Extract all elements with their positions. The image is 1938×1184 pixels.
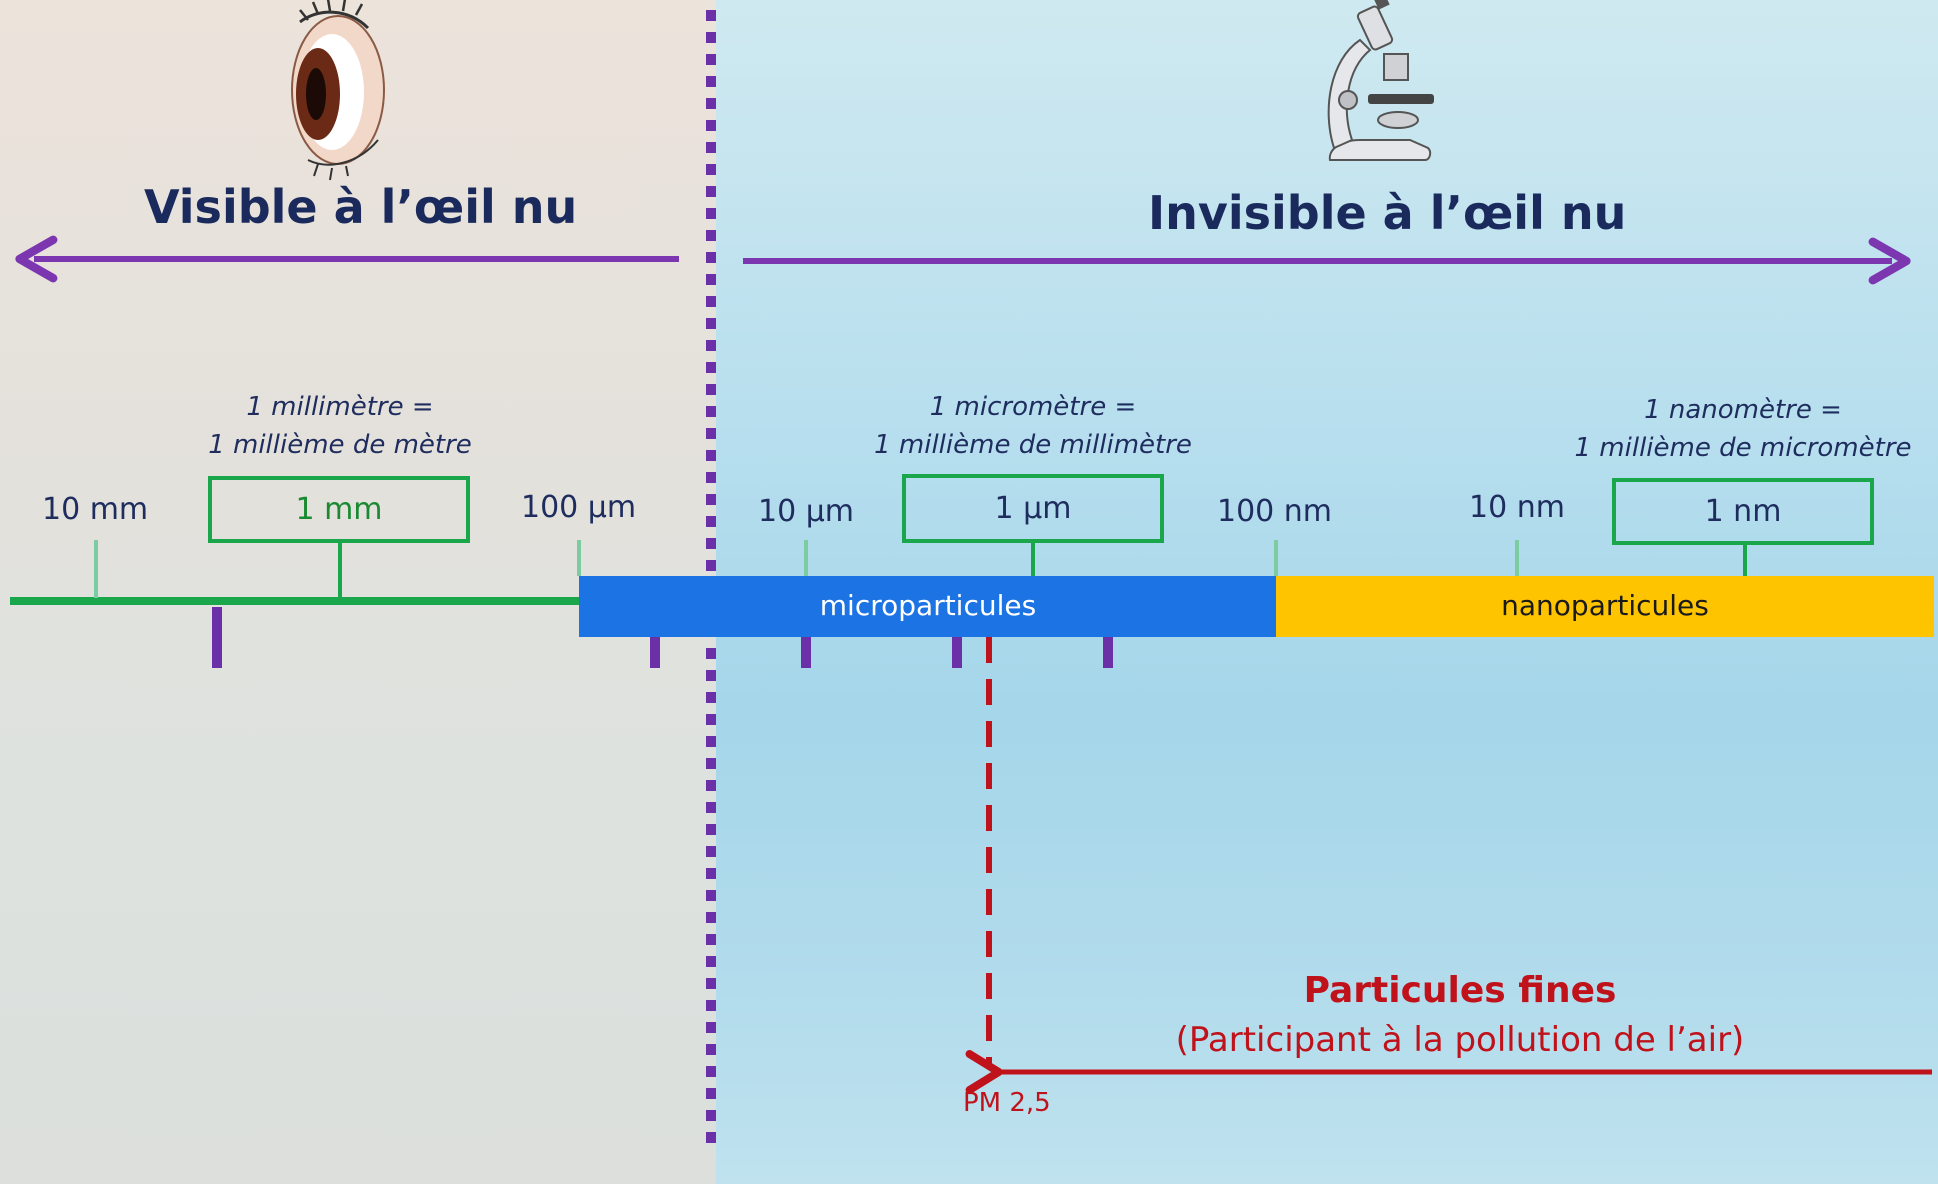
box-1mm-label: 1 mm xyxy=(295,492,383,527)
microparticles-band xyxy=(579,576,1277,637)
box-1mm: 1 mm xyxy=(208,476,470,543)
microscope-icon xyxy=(1327,0,1434,161)
label-100nm: 100 nm xyxy=(1217,494,1333,529)
visible-heading: Visible à l’œil nu xyxy=(144,180,578,234)
label-10nm: 10 nm xyxy=(1469,490,1565,525)
microparticles-label: microparticules xyxy=(819,589,1037,622)
box-1nm: 1 nm xyxy=(1612,478,1874,545)
label-10um: 10 µm xyxy=(758,494,855,529)
definition-nanometre: 1 nanomètre = 1 millième de micromètre xyxy=(1568,391,1918,467)
box-1um: 1 µm xyxy=(902,474,1164,543)
definition-line: 1 nanomètre = xyxy=(1644,395,1842,425)
fine-particles-title: Particules fines xyxy=(1303,970,1617,1011)
fine-particles-subtitle: (Participant à la pollution de l’air) xyxy=(1175,1020,1745,1060)
definition-line: 1 micromètre = xyxy=(929,392,1137,422)
label-10mm: 10 mm xyxy=(42,492,149,527)
definition-line: 1 millimètre = xyxy=(246,392,434,422)
nanoparticles-label: nanoparticules xyxy=(1501,589,1709,622)
invisible-heading: Invisible à l’œil nu xyxy=(1148,186,1627,240)
box-1nm-label: 1 nm xyxy=(1704,494,1782,529)
pm25-label: PM 2,5 xyxy=(963,1088,1051,1118)
label-100um: 100 µm xyxy=(521,490,637,525)
definition-micrometre: 1 micromètre = 1 millième de millimètre xyxy=(868,388,1198,464)
eye-icon xyxy=(291,0,385,181)
definition-line: 1 millième de mètre xyxy=(208,430,472,460)
definition-line: 1 millième de micromètre xyxy=(1574,433,1912,463)
definition-millimetre: 1 millimètre = 1 millième de mètre xyxy=(180,388,500,464)
definition-line: 1 millième de millimètre xyxy=(874,430,1192,460)
nanoparticles-band xyxy=(1276,576,1934,637)
box-1um-label: 1 µm xyxy=(994,491,1072,526)
